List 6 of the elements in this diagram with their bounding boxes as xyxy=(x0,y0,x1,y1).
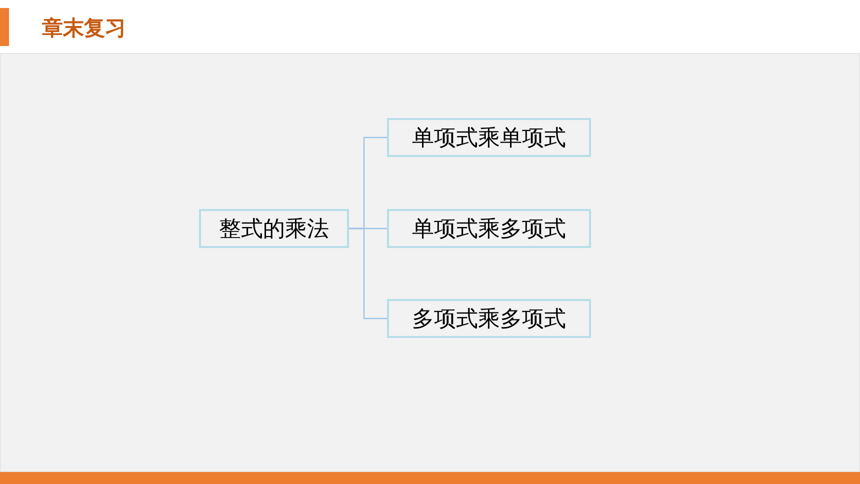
connector-line xyxy=(349,228,387,320)
topic-box: 单项式乘单项式 xyxy=(387,118,591,157)
topic-box: 多项式乘多项式 xyxy=(387,299,591,338)
topic-box: 整式的乘法 xyxy=(199,209,349,248)
topic-box: 单项式乘多项式 xyxy=(387,209,591,248)
slide-title: 章末复习 xyxy=(42,16,126,42)
